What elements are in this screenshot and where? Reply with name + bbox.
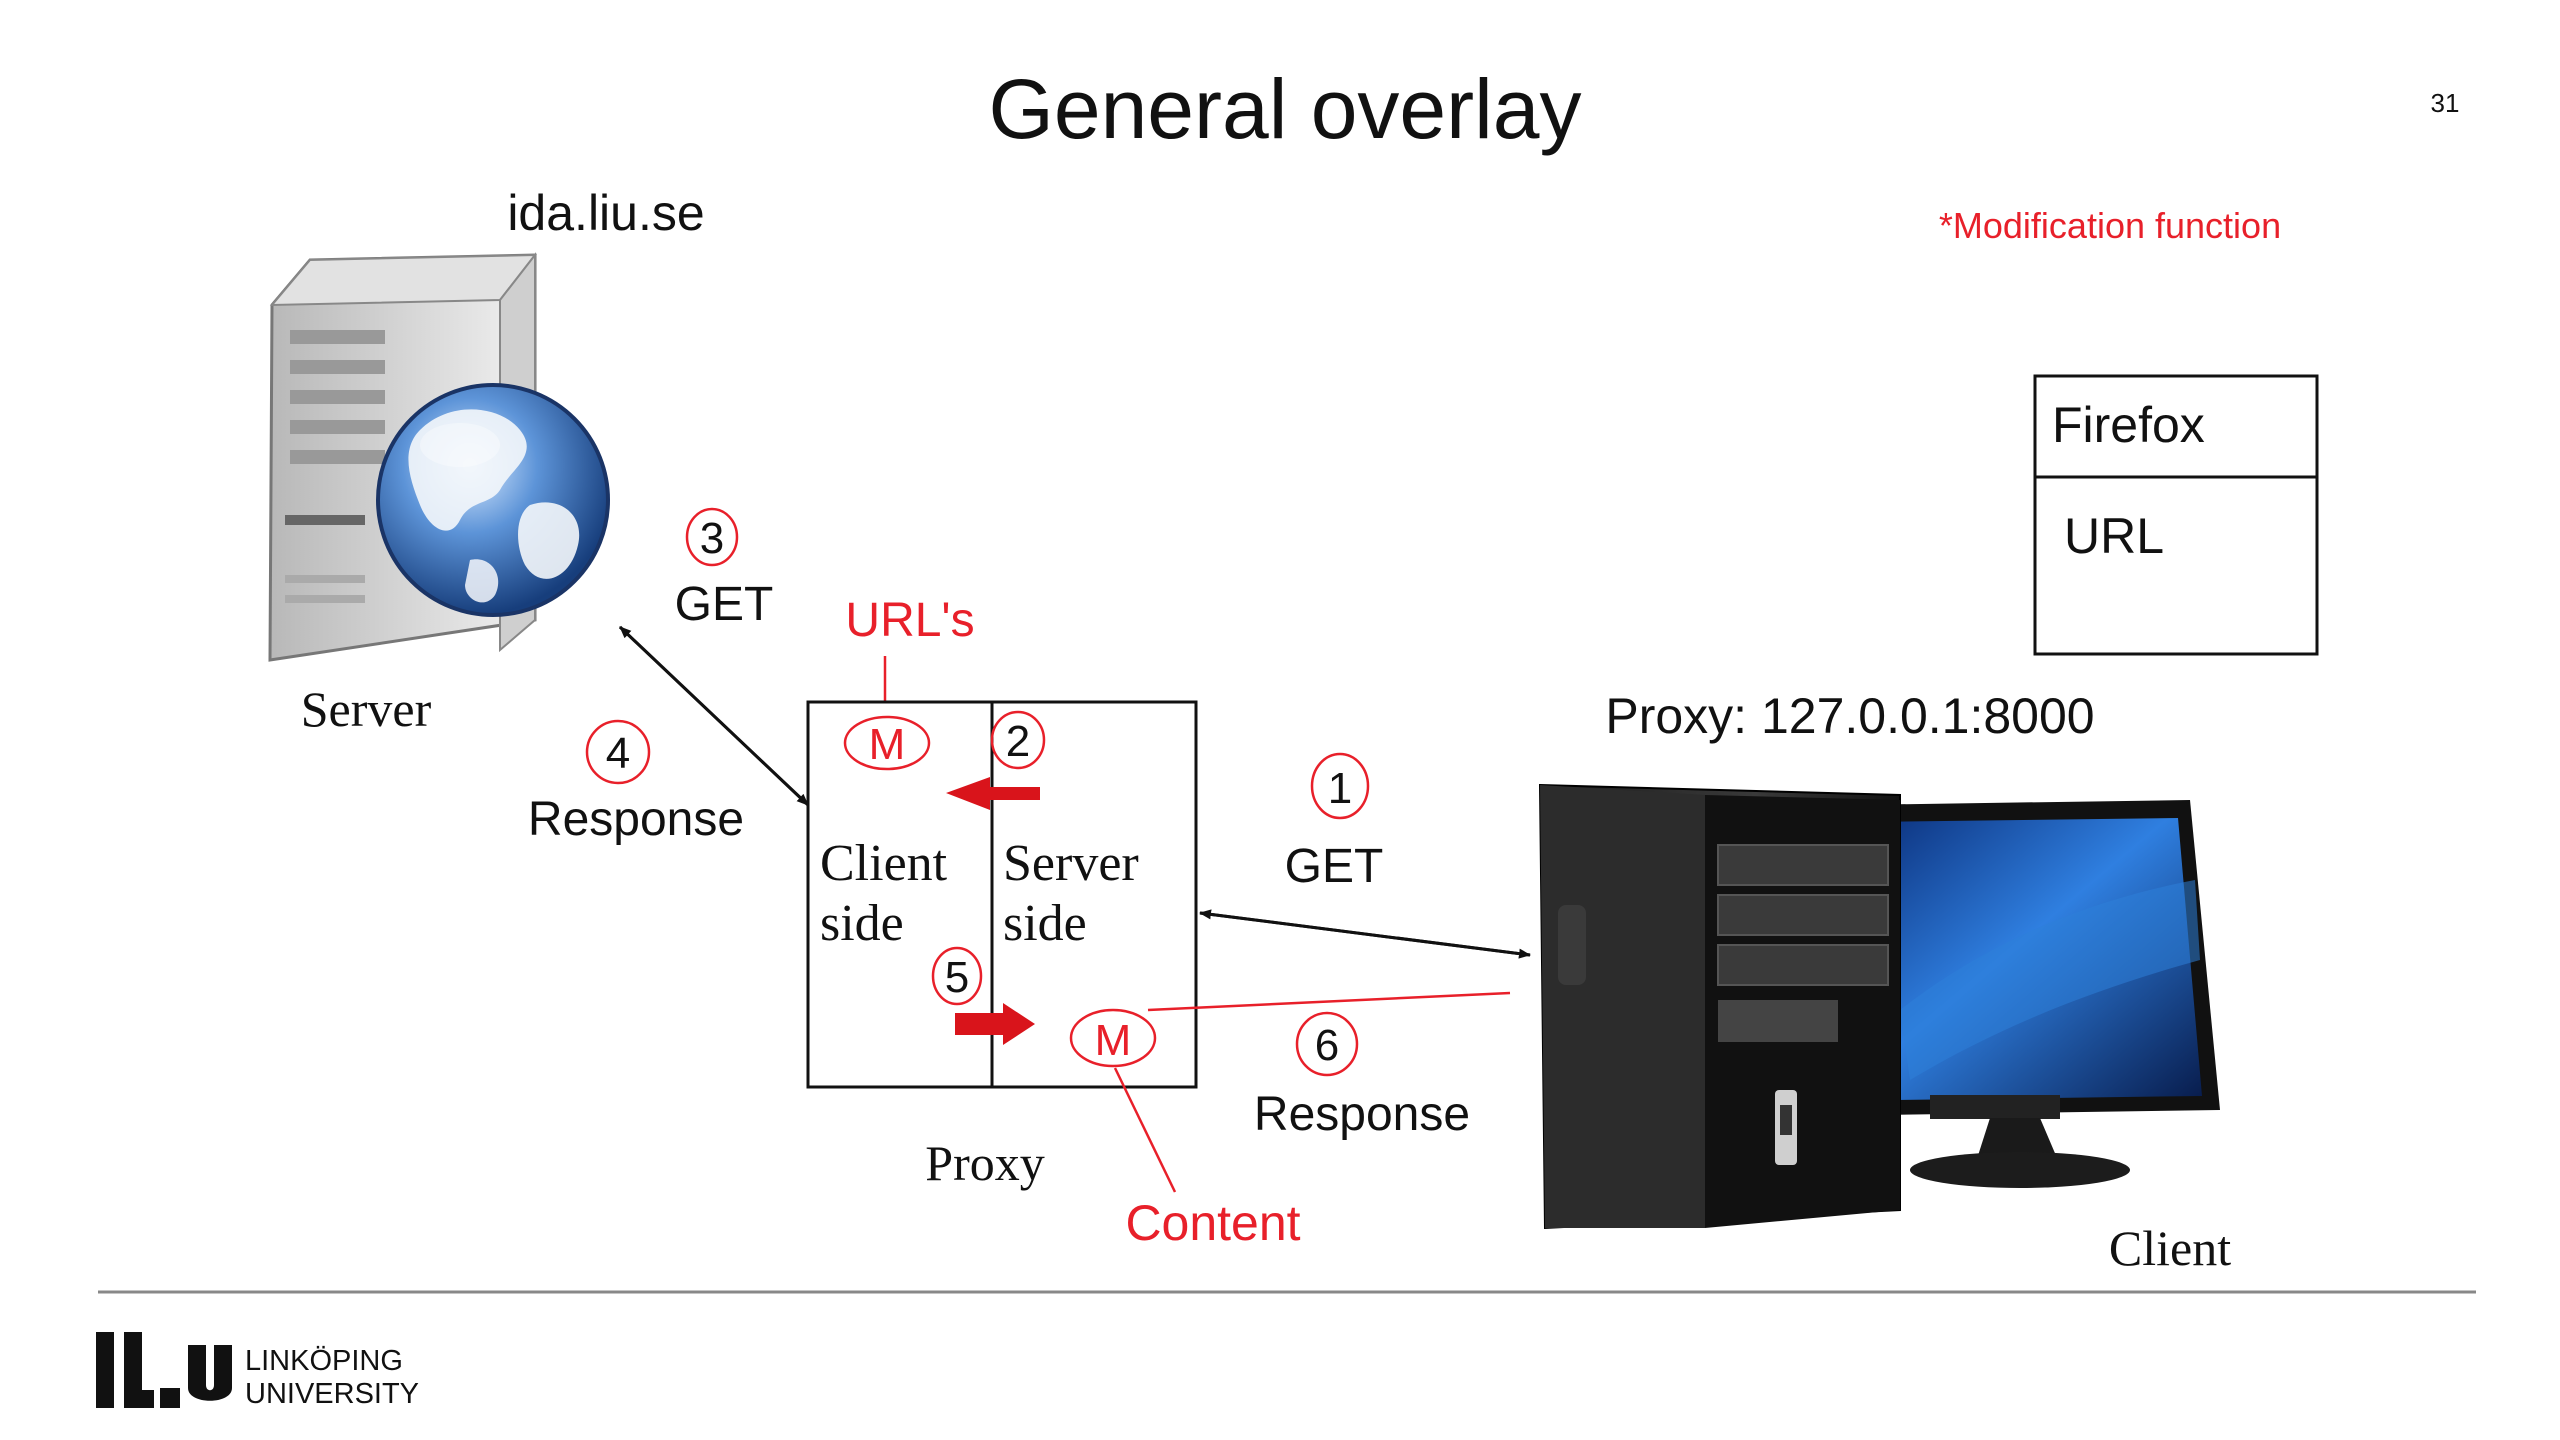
step-2-marker: 2 bbox=[990, 710, 1046, 770]
client-side-line1: Client bbox=[820, 835, 948, 892]
proxy-server-arrowhead bbox=[618, 625, 810, 807]
urls-label: URL's bbox=[845, 594, 974, 647]
step-4-label: Response bbox=[528, 793, 744, 846]
proxy-label: Proxy bbox=[925, 1135, 1044, 1191]
step-1-marker: 1 bbox=[1310, 752, 1370, 820]
logo-line2: UNIVERSITY bbox=[245, 1378, 419, 1410]
page-number: 31 bbox=[2431, 88, 2460, 118]
svg-text:4: 4 bbox=[606, 729, 630, 778]
client-proxy-arrowhead bbox=[1199, 909, 1531, 957]
step-6-label: Response bbox=[1254, 1088, 1470, 1141]
svg-text:M: M bbox=[869, 720, 906, 769]
svg-text:1: 1 bbox=[1328, 764, 1352, 813]
url-field: URL bbox=[2064, 508, 2164, 564]
step-5-arrow bbox=[955, 1003, 1035, 1045]
server-side-line1: Server bbox=[1003, 835, 1139, 892]
logo-line1: LINKÖPING bbox=[245, 1345, 403, 1377]
url-modifier: M bbox=[843, 715, 931, 771]
client-side-line2: side bbox=[820, 895, 904, 952]
step-6-marker: 6 bbox=[1295, 1011, 1359, 1077]
slide-title: General overlay bbox=[989, 62, 1582, 156]
monitor-icon bbox=[1850, 800, 2220, 1188]
client-label: Client bbox=[2109, 1220, 2231, 1276]
svg-text:3: 3 bbox=[700, 514, 724, 563]
modification-note: *Modification function bbox=[1939, 205, 2281, 246]
tower-icon bbox=[1538, 783, 1901, 1230]
proxy-setting: Proxy: 127.0.0.1:8000 bbox=[1605, 688, 2094, 744]
step-3-label: GET bbox=[675, 578, 774, 631]
server-label: Server bbox=[301, 681, 432, 737]
server-side-line2: side bbox=[1003, 895, 1087, 952]
step-5-marker: 5 bbox=[931, 946, 983, 1006]
svg-text:5: 5 bbox=[945, 953, 969, 1002]
content-modifier: M bbox=[1069, 1008, 1157, 1068]
firefox-box bbox=[2033, 374, 2319, 656]
globe-icon bbox=[376, 383, 610, 617]
step-2-arrow bbox=[946, 777, 1040, 810]
firefox-title: Firefox bbox=[2052, 397, 2205, 453]
step-1-label: GET bbox=[1285, 840, 1384, 893]
svg-text:6: 6 bbox=[1315, 1021, 1339, 1070]
liu-logo: LINKÖPING UNIVERSITY bbox=[96, 1332, 419, 1410]
step-3-marker: 3 bbox=[685, 507, 739, 567]
content-connector bbox=[1113, 1067, 1177, 1193]
step-4-marker: 4 bbox=[585, 719, 651, 785]
svg-text:2: 2 bbox=[1006, 717, 1030, 766]
svg-text:M: M bbox=[1095, 1016, 1132, 1065]
content-label: Content bbox=[1125, 1195, 1300, 1251]
server-hostname: ida.liu.se bbox=[507, 185, 704, 241]
response-link-line bbox=[1147, 991, 1511, 1012]
